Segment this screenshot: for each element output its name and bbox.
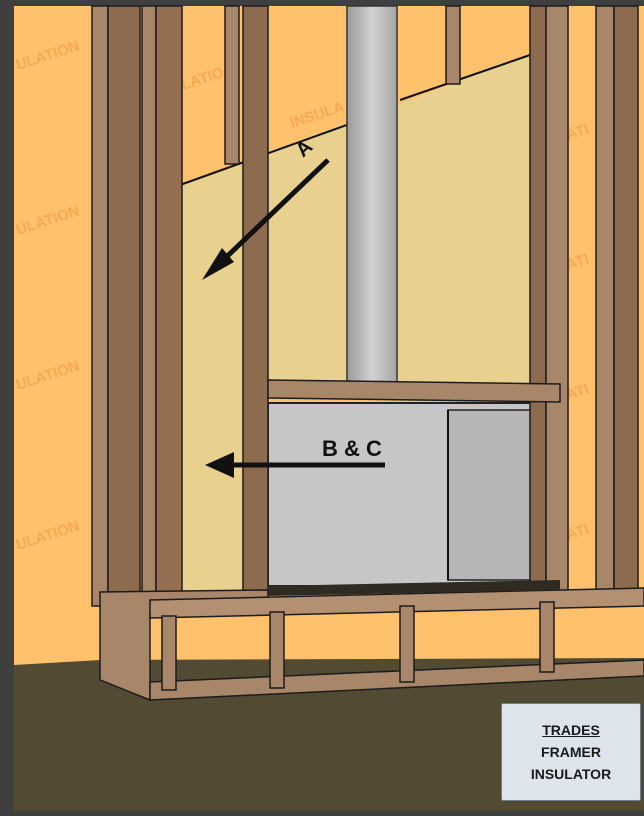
stud	[156, 6, 182, 606]
trades-title: TRADES	[542, 722, 600, 738]
stud	[92, 6, 108, 606]
trade-item-insulator: INSULATOR	[531, 766, 611, 782]
stud	[530, 6, 546, 606]
header-beam	[268, 380, 560, 402]
stud	[546, 6, 568, 606]
stud	[596, 6, 614, 606]
stud	[243, 6, 268, 606]
trades-legend: TRADES FRAMER INSULATOR	[501, 703, 641, 801]
block	[540, 602, 554, 672]
stud	[225, 6, 239, 164]
block	[162, 616, 176, 690]
stud	[446, 6, 460, 84]
stud	[614, 6, 638, 606]
stud	[108, 6, 140, 606]
trade-item-framer: FRAMER	[541, 744, 601, 760]
block	[270, 612, 284, 688]
arrow-bc-label: B & C	[322, 436, 382, 461]
stud	[142, 6, 156, 606]
flue-pipe	[347, 6, 397, 388]
block	[400, 606, 414, 682]
